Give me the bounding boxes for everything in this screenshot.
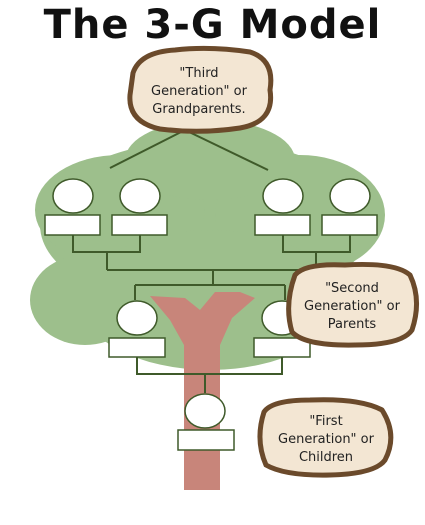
first-generation-line2: Generation" or xyxy=(278,432,375,447)
third-generation-line1: "Third xyxy=(179,66,218,81)
third-generation-label: "Third Generation" or Grandparents. xyxy=(127,45,274,134)
child-slot xyxy=(177,393,235,451)
second-generation-line3: Parents xyxy=(328,317,377,332)
third-generation-line3: Grandparents. xyxy=(152,102,245,117)
grandparent-slot xyxy=(111,178,168,236)
grandparent-slot xyxy=(254,178,311,236)
first-generation-label: "First Generation" or Children xyxy=(257,397,394,478)
second-generation-label: "Second Generation" or Parents xyxy=(286,261,419,348)
parent-slot xyxy=(108,300,166,358)
connector-lines xyxy=(72,129,351,393)
third-generation-line2: Generation" or xyxy=(151,84,248,99)
second-generation-line2: Generation" or xyxy=(304,299,401,314)
first-generation-line3: Children xyxy=(299,450,353,465)
page-title: The 3-G Model xyxy=(43,2,382,48)
grandparent-slot xyxy=(44,178,101,236)
second-generation-line1: "Second xyxy=(325,281,379,296)
grandparent-slot xyxy=(321,178,378,236)
first-generation-line1: "First xyxy=(309,414,342,429)
tree-trunk xyxy=(150,292,255,490)
